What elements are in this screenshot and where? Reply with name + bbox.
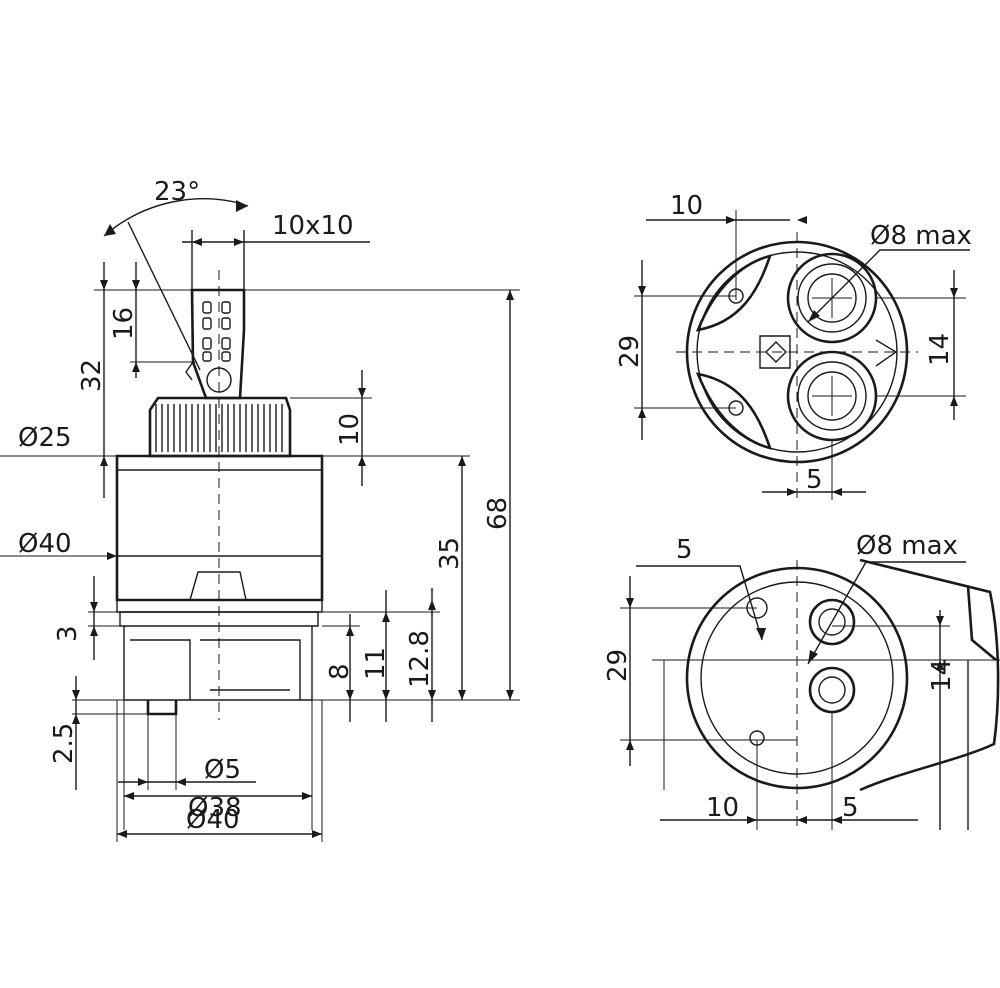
dim-12-8-label: 12.8 xyxy=(405,630,435,688)
dia-38-label: Ø38 xyxy=(188,793,242,823)
dim-2-5-label: 2.5 xyxy=(49,723,79,764)
top-view: 10 Ø8 max 29 14 5 xyxy=(615,191,972,500)
dim-3-label: 3 xyxy=(53,625,83,642)
top-dim-10-label: 10 xyxy=(670,191,703,221)
dia-40-bottom-label: Ø40 xyxy=(186,805,240,835)
dim-10-label: 10 xyxy=(335,413,365,446)
dim-8-label: 8 xyxy=(325,663,355,680)
bottom-dim-29-label: 29 xyxy=(603,649,633,682)
top-dim-29-label: 29 xyxy=(615,335,645,368)
bottom-dim-5-top-label: 5 xyxy=(676,535,693,565)
dim-32-label: 32 xyxy=(77,359,107,392)
cartridge-body xyxy=(115,454,324,716)
dim-68-label: 68 xyxy=(483,497,513,530)
dia-40-left-label: Ø40 xyxy=(18,529,72,559)
dim-35-label: 35 xyxy=(435,537,465,570)
lever xyxy=(185,288,246,400)
top-dim-14-label: 14 xyxy=(925,333,955,366)
knurled-collar xyxy=(148,396,292,458)
top-dim-5-label: 5 xyxy=(806,465,823,495)
dia-25-label: Ø25 xyxy=(18,423,72,453)
bottom-dim-10-label: 10 xyxy=(706,793,739,823)
dim-16-label: 16 xyxy=(109,307,139,340)
top-dia-8-label: Ø8 max xyxy=(870,221,972,251)
dim-11-label: 11 xyxy=(361,647,391,680)
bottom-dim-5-bottom-label: 5 xyxy=(842,793,859,823)
angle-label: 23° xyxy=(154,177,200,207)
side-view: 23° 10x10 16 32 Ø25 10 6 xyxy=(0,177,520,842)
stem-size-label: 10x10 xyxy=(272,211,354,241)
bottom-dim-14-label: 14 xyxy=(927,659,957,692)
bottom-view: 5 Ø8 max 29 14 10 5 xyxy=(603,531,1000,830)
bottom-dia-8-label: Ø8 max xyxy=(856,531,958,561)
dia-5-label: Ø5 xyxy=(204,755,241,785)
